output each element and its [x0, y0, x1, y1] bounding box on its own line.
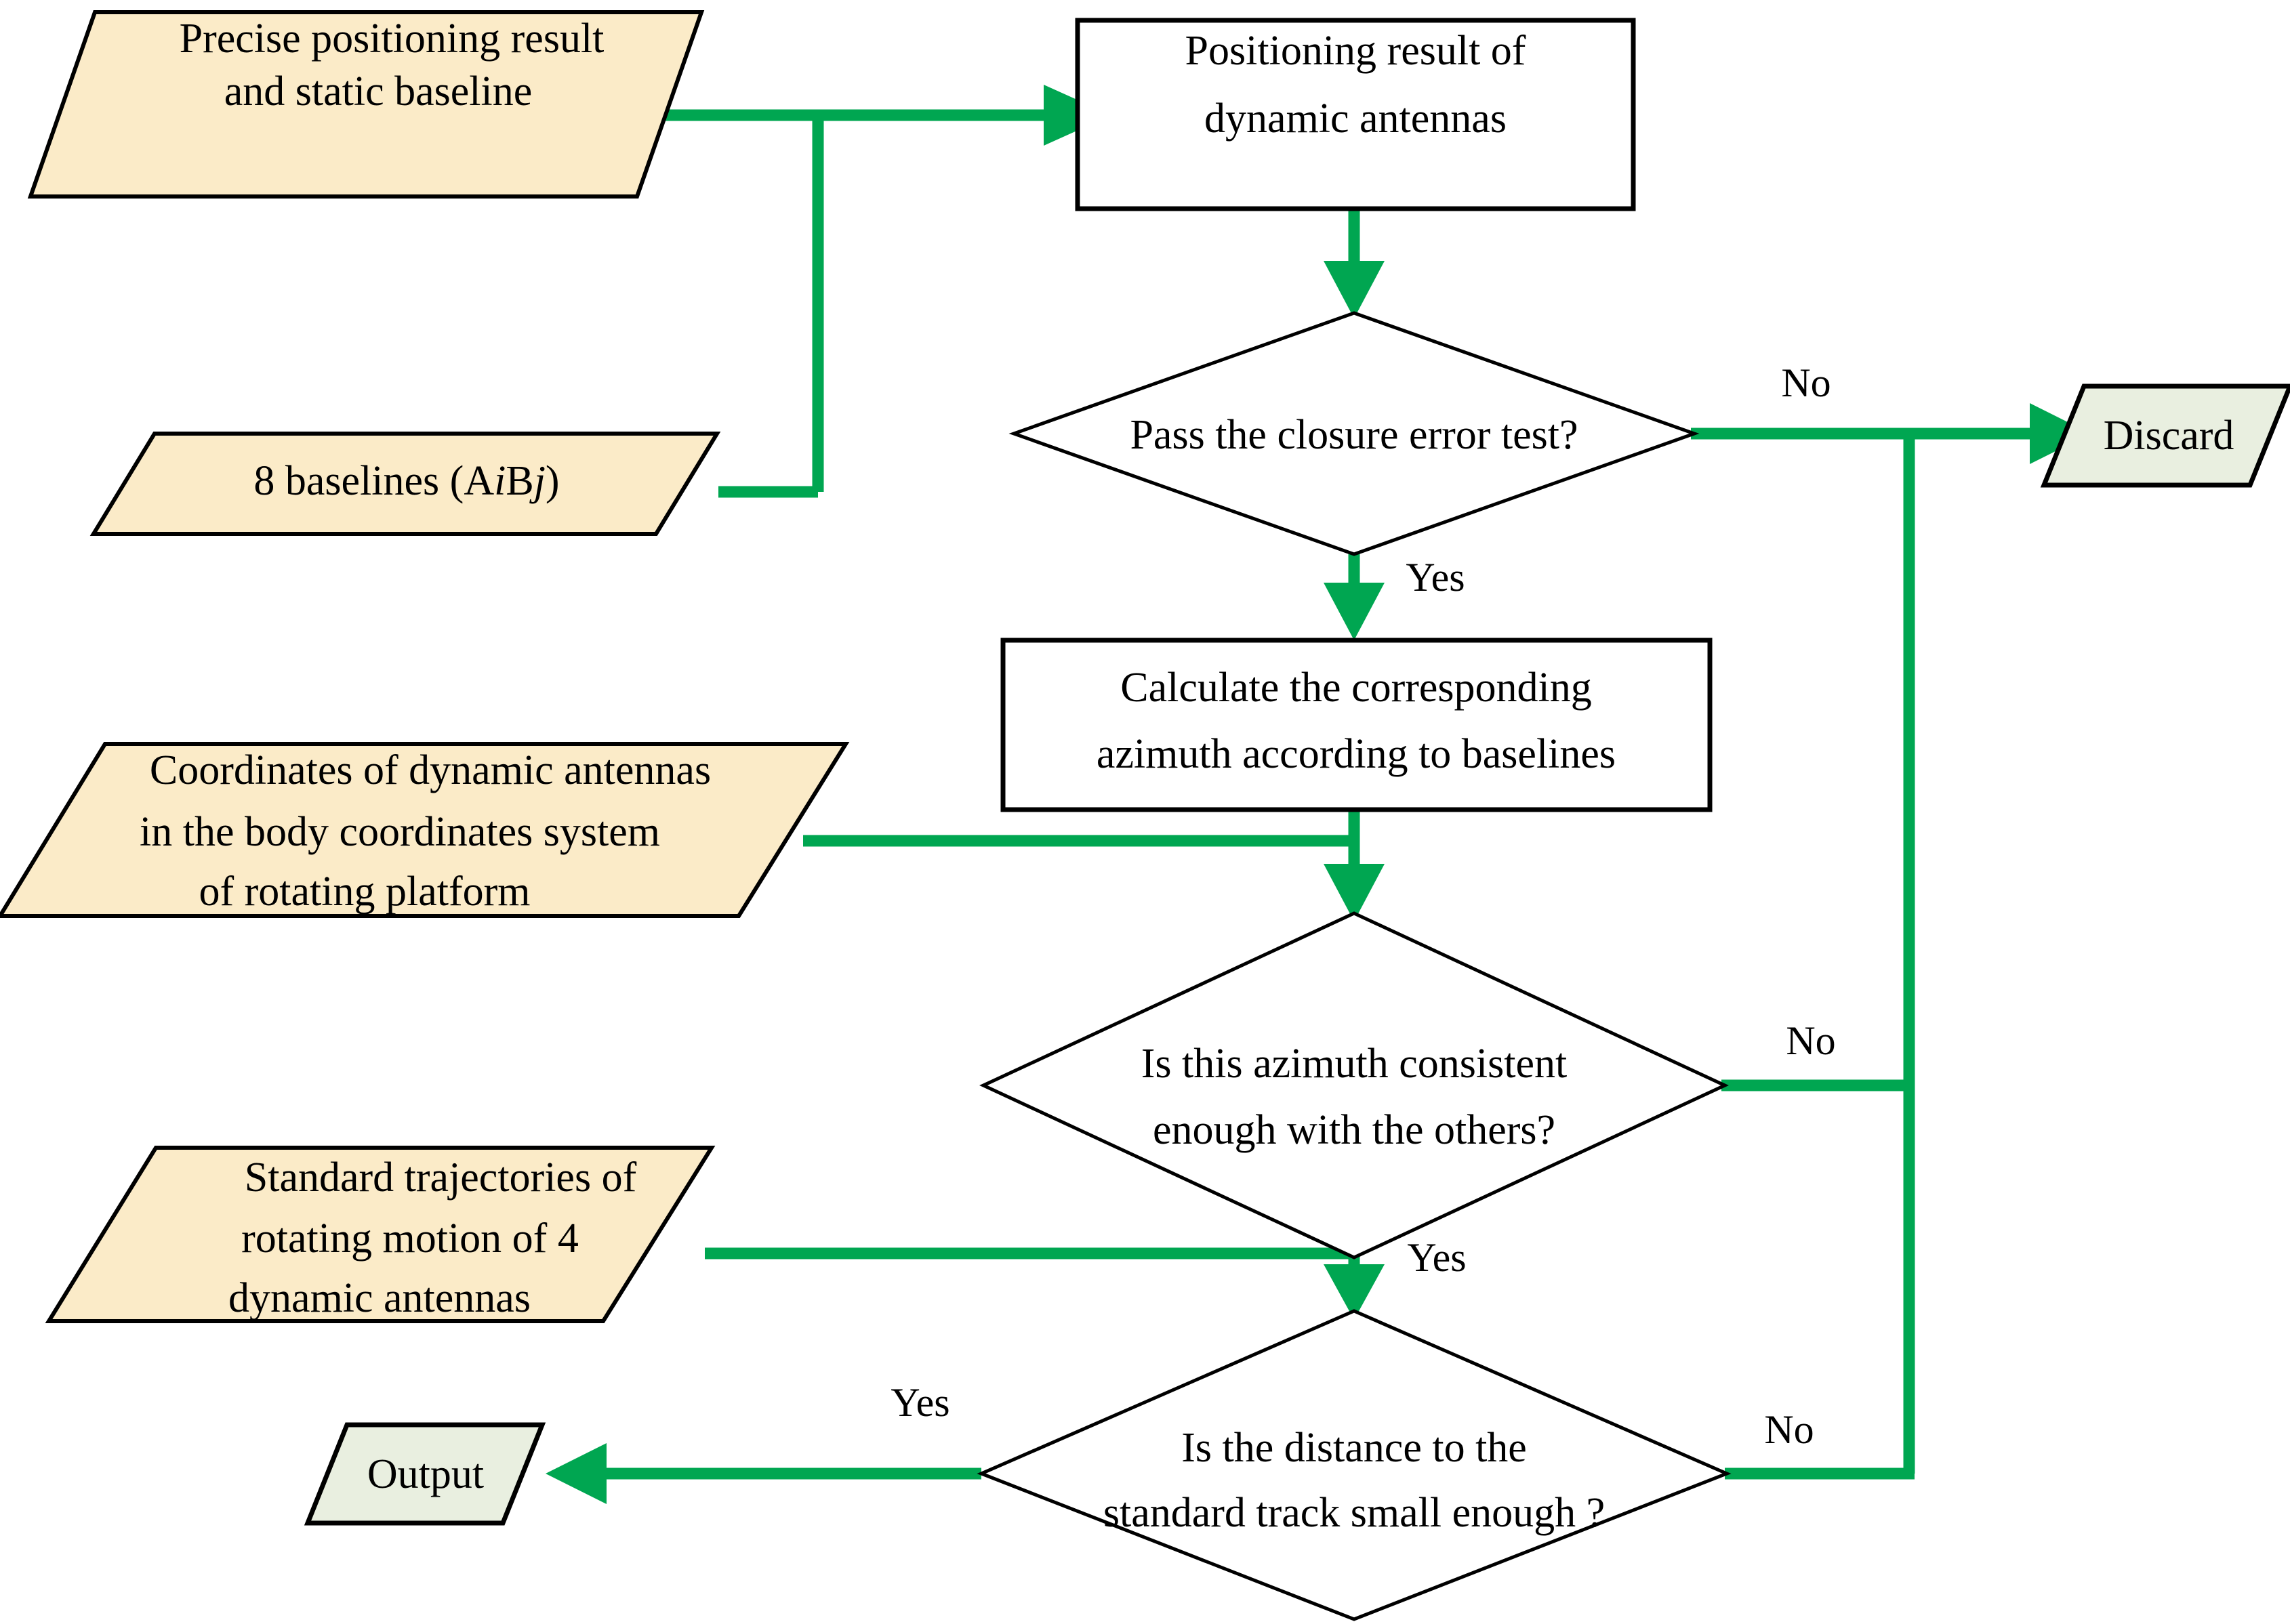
standard-trajectories-line-2: rotating motion of 4 [241, 1215, 579, 1262]
decision-diamond-shape [979, 911, 1729, 1259]
node-baselines-input[interactable]: 8 baselines (AiBj) [89, 432, 721, 536]
distance-decision-line-1: Is the distance to the [1181, 1425, 1527, 1471]
node-azimuth-consistency-decision[interactable]: Is this azimuth consistent enough with t… [979, 911, 1729, 1259]
node-standard-trajectories-input[interactable]: Standard trajectories of rotating motion… [45, 1146, 716, 1323]
edge-calculate-to-azimuth [1324, 810, 1385, 921]
terminal-parallelogram-shape [304, 1422, 546, 1526]
node-precise-positioning-input[interactable]: Precise positioning result and static ba… [27, 10, 705, 199]
positioning-result-line-1: Positioning result of [1185, 28, 1526, 74]
edge-label-closure-no: No [1781, 360, 1831, 405]
precise-positioning-line-1: Precise positioning result [180, 16, 605, 62]
standard-trajectories-line-1: Standard trajectories of [245, 1154, 637, 1201]
edge-distance-yes-to-output [546, 1443, 981, 1504]
process-rectangle-shape [1075, 18, 1636, 211]
edge-label-azimuth-no: No [1786, 1018, 1835, 1063]
azimuth-consistency-line-2: enough with the others? [1153, 1107, 1555, 1153]
edge-positioning-to-closure [1324, 207, 1385, 318]
edge-baselines-join [718, 115, 824, 498]
baselines-label: 8 baselines (AiBj) [253, 458, 559, 504]
terminal-parallelogram-shape [2040, 383, 2290, 488]
calculate-azimuth-line-1: Calculate the corresponding [1120, 665, 1592, 711]
node-body-coordinates-input[interactable]: Coordinates of dynamic antennas in the b… [0, 742, 850, 918]
edge-label-closure-yes: Yes [1406, 555, 1465, 600]
body-coordinates-line-2: in the body coordinates system [140, 809, 660, 855]
azimuth-consistency-line-1: Is this azimuth consistent [1141, 1041, 1568, 1087]
body-coordinates-line-1: Coordinates of dynamic antennas [150, 747, 711, 793]
calculate-azimuth-line-2: azimuth according to baselines [1097, 731, 1616, 777]
edge-label-distance-no: No [1764, 1407, 1814, 1452]
input-parallelogram-shape [45, 1146, 716, 1323]
input-parallelogram-shape [0, 742, 850, 918]
body-coordinates-line-3: of rotating platform [199, 869, 531, 915]
node-discard-terminal[interactable]: Discard [2040, 383, 2290, 488]
decision-diamond-shape [977, 1309, 1732, 1621]
standard-trajectories-line-3: dynamic antennas [228, 1275, 531, 1321]
node-calculate-azimuth-process[interactable]: Calculate the corresponding azimuth acco… [1000, 638, 1713, 812]
decision-diamond-shape [1008, 311, 1700, 556]
arrowhead-icon [2030, 403, 2091, 464]
positioning-result-line-2: dynamic antennas [1204, 96, 1507, 142]
arrowhead-icon [1324, 864, 1385, 921]
input-parallelogram-shape [27, 10, 705, 199]
discard-label: Discard [2104, 413, 2234, 459]
output-label: Output [367, 1451, 484, 1497]
node-closure-error-decision[interactable]: Pass the closure error test? [1008, 311, 1700, 556]
edge-closure-no-to-discard [1691, 403, 2091, 464]
edge-label-distance-yes: Yes [891, 1380, 949, 1425]
node-positioning-result-process[interactable]: Positioning result of dynamic antennas [1075, 18, 1636, 211]
node-distance-decision[interactable]: Is the distance to the standard track sm… [977, 1309, 1732, 1621]
distance-decision-line-2: standard track small enough ? [1103, 1490, 1605, 1536]
node-output-terminal[interactable]: Output [304, 1422, 546, 1526]
arrowhead-icon [1324, 1264, 1385, 1320]
input-parallelogram-shape [89, 432, 721, 536]
edge-label-azimuth-yes: Yes [1407, 1235, 1466, 1280]
process-rectangle-shape [1000, 638, 1713, 812]
arrowhead-icon [546, 1443, 607, 1504]
precise-positioning-line-2: and static baseline [224, 68, 533, 114]
arrowhead-icon [1324, 261, 1385, 318]
closure-error-label: Pass the closure error test? [1130, 412, 1578, 458]
arrowhead-icon [1324, 583, 1385, 640]
